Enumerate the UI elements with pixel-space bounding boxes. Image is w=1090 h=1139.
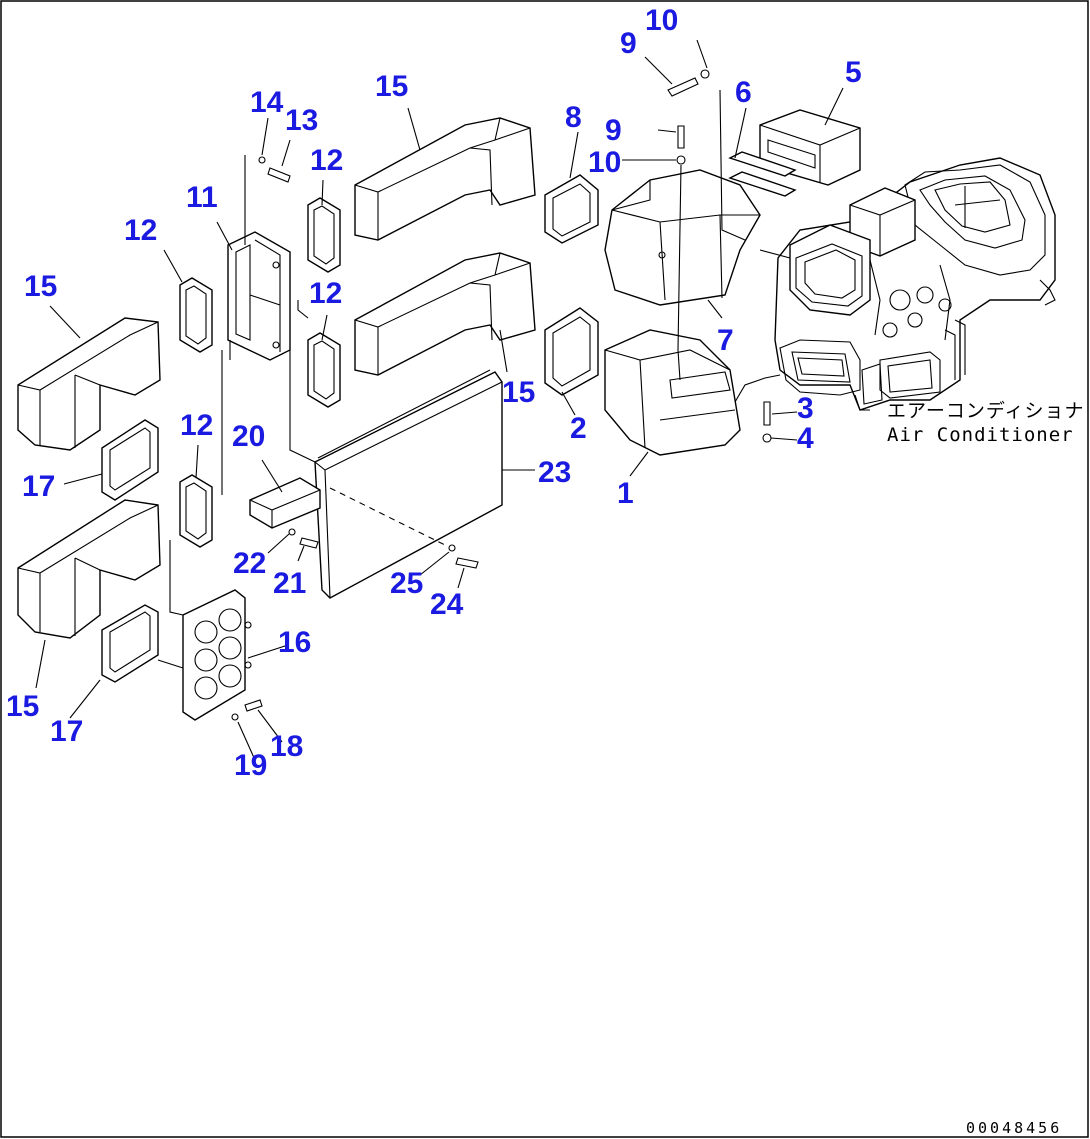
callout-17-a: 17 xyxy=(22,470,55,503)
part-5-cover xyxy=(759,109,861,186)
part-12-frame-2 xyxy=(179,277,213,353)
callout-7: 7 xyxy=(717,324,734,357)
callout-10-a: 10 xyxy=(645,4,678,37)
callout-21: 21 xyxy=(273,567,306,600)
part-6-seal xyxy=(728,151,797,197)
callout-12-b: 12 xyxy=(124,214,157,247)
air-conditioner-unit xyxy=(774,157,1056,411)
leader-lines xyxy=(35,39,844,761)
caption-japanese: エアーコンディショナ xyxy=(887,400,1085,422)
callout-9-b: 9 xyxy=(605,114,622,147)
callout-1: 1 xyxy=(617,477,634,510)
callout-2: 2 xyxy=(570,412,587,445)
callout-15-a: 15 xyxy=(375,70,408,103)
callout-9-a: 9 xyxy=(620,27,637,60)
callout-16: 16 xyxy=(278,626,311,659)
callout-18: 18 xyxy=(270,730,303,763)
callout-labels: 10 9 5 6 8 9 10 15 14 13 12 11 12 15 12 … xyxy=(6,4,862,782)
callout-10-b: 10 xyxy=(588,146,621,179)
callout-12-c: 12 xyxy=(309,277,342,310)
part-12-frame-3 xyxy=(307,332,341,408)
fasteners xyxy=(231,69,772,721)
callout-14: 14 xyxy=(250,86,284,119)
part-8-frame xyxy=(544,174,599,244)
part-20-plate xyxy=(249,477,321,529)
document-number: 00048456 xyxy=(966,1119,1062,1137)
part-2-frame xyxy=(544,307,599,396)
part-12-frame-1 xyxy=(307,197,341,273)
callout-22: 22 xyxy=(233,547,266,580)
callout-4: 4 xyxy=(797,422,814,455)
part-23-panel xyxy=(314,369,503,599)
part-15-duct-left-upper xyxy=(17,317,161,451)
callout-25: 25 xyxy=(390,567,423,600)
part-11-bracket xyxy=(227,231,291,361)
callout-12-d: 12 xyxy=(180,409,213,442)
callout-12-a: 12 xyxy=(310,144,343,177)
part-16-vent-panel xyxy=(182,589,252,721)
part-17-frame-2 xyxy=(101,604,159,683)
callout-23: 23 xyxy=(538,456,571,489)
part-1-duct xyxy=(604,329,741,456)
part-12-frame-4 xyxy=(179,474,213,548)
callout-8: 8 xyxy=(565,101,582,134)
callout-19: 19 xyxy=(234,749,267,782)
callout-20: 20 xyxy=(232,420,265,453)
callout-17-b: 17 xyxy=(50,715,83,748)
callout-15-d: 15 xyxy=(6,690,39,723)
callout-3: 3 xyxy=(797,392,814,425)
part-17-frame-1 xyxy=(101,419,159,501)
callout-24: 24 xyxy=(430,588,464,621)
callout-13: 13 xyxy=(285,104,318,137)
part-7-duct xyxy=(604,169,761,306)
callout-15-c: 15 xyxy=(502,376,535,409)
callout-11: 11 xyxy=(186,181,218,214)
part-15-duct-upper xyxy=(354,117,536,241)
callout-15-b: 15 xyxy=(24,270,57,303)
caption-english: Air Conditioner xyxy=(887,424,1074,446)
callout-5: 5 xyxy=(845,56,862,89)
part-15-duct-middle xyxy=(354,252,536,376)
callout-6: 6 xyxy=(735,76,752,109)
part-15-duct-left-lower xyxy=(17,499,161,639)
